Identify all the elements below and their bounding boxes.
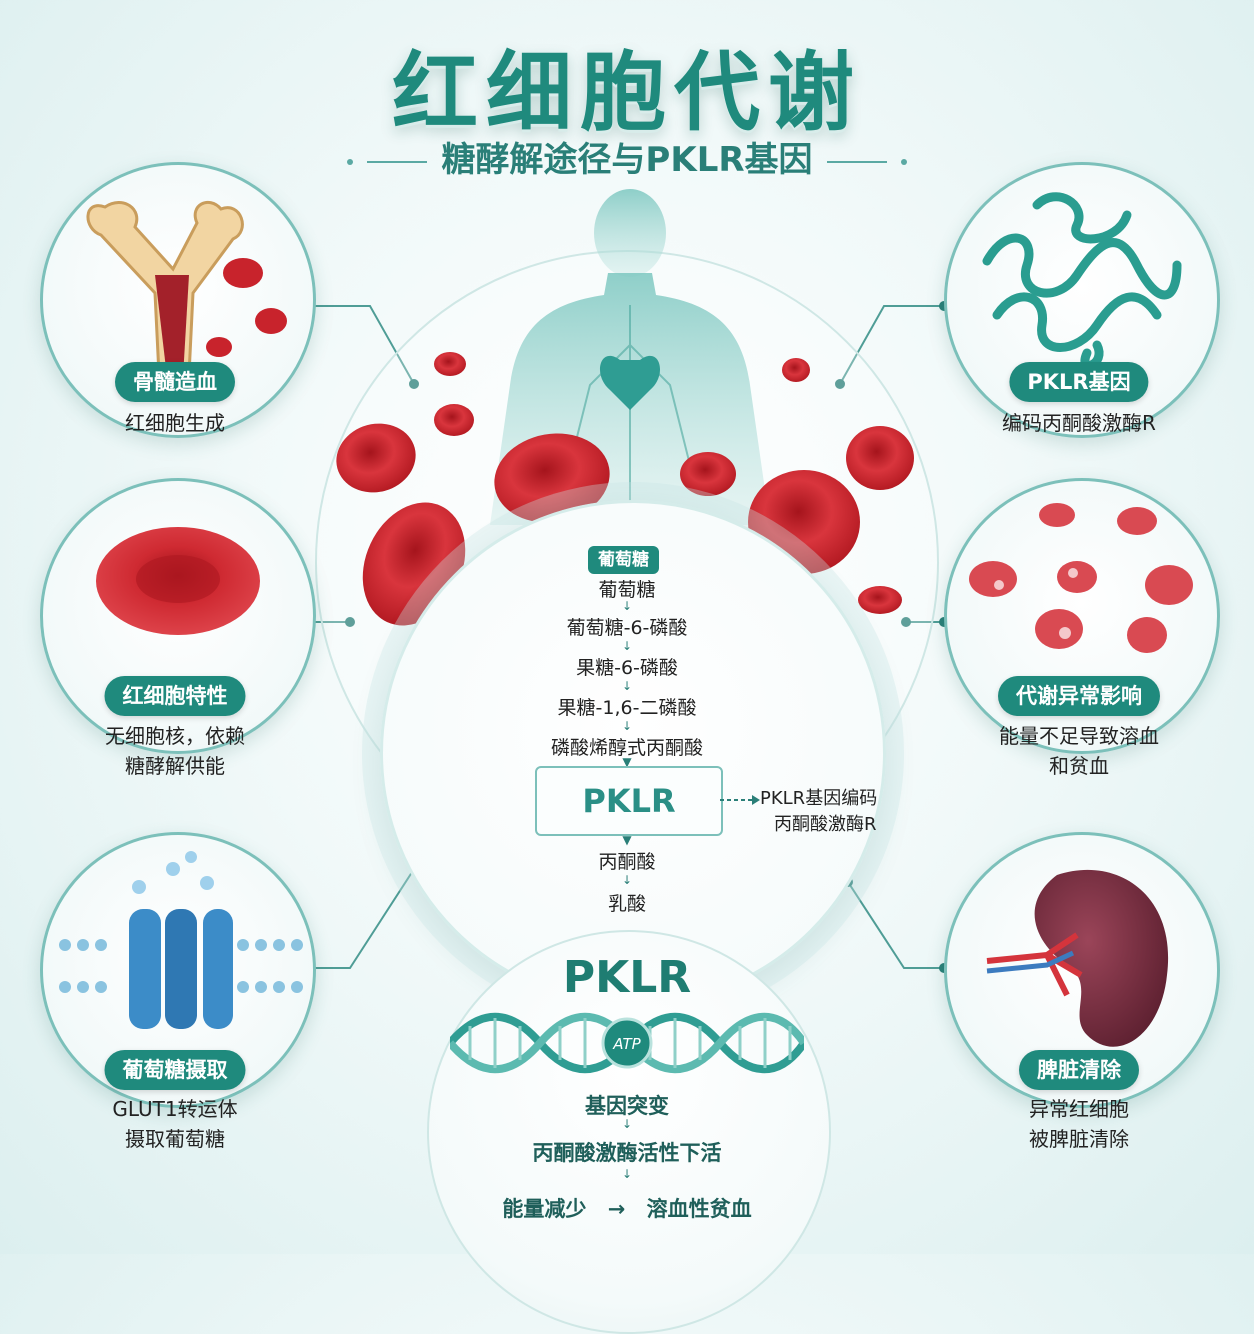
desc-bone-marrow: 红细胞生成 xyxy=(55,408,295,438)
atp-badge: ATP xyxy=(612,1035,641,1053)
pathway-step: 乳酸 xyxy=(607,893,646,915)
arrow-icon: ↓ xyxy=(621,679,633,693)
desc-rbc-traits: 无细胞核，依赖 糖酵解供能 xyxy=(55,721,295,781)
rbc-icon xyxy=(96,527,260,635)
desc-line: GLUT1转运体 xyxy=(112,1097,238,1121)
deco-line xyxy=(826,160,887,163)
label-pklr-gene: PKLR基因 xyxy=(1009,362,1149,402)
pklr-gene-title: PKLR xyxy=(562,952,692,1003)
deco-line xyxy=(367,160,428,163)
spleen-icon xyxy=(986,869,1169,1047)
protein-ribbon-icon xyxy=(982,192,1182,370)
arrow-icon: ▼ xyxy=(622,833,632,847)
pklr-note-line: PKLR基因编码 xyxy=(760,788,878,809)
subtitle-text: 糖酵解途径与PKLR基因 xyxy=(441,140,813,180)
label-metabolic-effect: 代谢异常影响 xyxy=(998,676,1160,716)
pathway-step: 葡萄糖 xyxy=(598,579,656,601)
desc-pklr-gene: 编码丙酮酸激酶R xyxy=(959,408,1199,438)
page-subtitle: 糖酵解途径与PKLR基因 xyxy=(0,132,1254,181)
label-glucose-uptake: 葡萄糖摄取 xyxy=(104,1050,246,1090)
desc-line: 糖酵解供能 xyxy=(125,754,225,778)
desc-line: 编码丙酮酸激酶R xyxy=(1002,411,1156,435)
dna-helix-icon: ATP xyxy=(450,1012,804,1074)
desc-line: 被脾脏清除 xyxy=(1029,1127,1129,1151)
label-spleen: 脾脏清除 xyxy=(1019,1050,1139,1090)
desc-line: 红细胞生成 xyxy=(125,411,225,435)
arrow-icon: ↓ xyxy=(621,599,633,613)
pklr-note: PKLR基因编码 丙酮酸激酶R xyxy=(760,786,877,838)
pathway-step: 葡萄糖-6-磷酸 xyxy=(566,617,688,639)
desc-glucose-uptake: GLUT1转运体 摄取葡萄糖 xyxy=(55,1094,295,1154)
pklr-note-line: 丙酮酸激酶R xyxy=(774,814,877,835)
result-left: 能量减少 xyxy=(502,1197,587,1221)
pathway-step: 果糖-6-磷酸 xyxy=(576,657,678,679)
dashed-arrow-icon xyxy=(720,795,760,805)
deco-dot xyxy=(347,158,354,165)
arrow-right-icon: → xyxy=(607,1197,626,1221)
desc-line: 异常红细胞 xyxy=(1029,1097,1129,1121)
arrow-icon: ↓ xyxy=(621,719,633,733)
desc-line: 能量不足导致溶血 xyxy=(999,724,1159,748)
mutation-step: 丙酮酸激酶活性下活 xyxy=(532,1141,722,1165)
result-right: 溶血性贫血 xyxy=(646,1197,752,1221)
deco-dot xyxy=(900,158,907,165)
desc-line: 无细胞核，依赖 xyxy=(105,724,245,748)
arrow-icon: ↓ xyxy=(621,1167,633,1181)
pathway-disc xyxy=(380,500,886,1006)
arrow-icon: ↓ xyxy=(621,639,633,653)
desc-line: 和贫血 xyxy=(1049,754,1109,778)
panel-rbc-traits xyxy=(40,478,316,754)
bone-icon xyxy=(86,201,287,377)
membrane-transporter-icon xyxy=(59,851,303,1029)
label-rbc-traits: 红细胞特性 xyxy=(104,676,246,716)
mutation-result: 能量减少 → 溶血性贫血 xyxy=(0,1193,1254,1223)
pathway-step: 果糖-1,6-二磷酸 xyxy=(557,697,697,719)
desc-line: 摄取葡萄糖 xyxy=(125,1127,225,1151)
label-bone-marrow: 骨髓造血 xyxy=(115,362,235,402)
pathway-step: 丙酮酸 xyxy=(598,851,656,873)
page-title: 红细胞代谢 xyxy=(392,43,862,143)
arrow-icon: ↓ xyxy=(621,1117,633,1131)
arrow-icon: ↓ xyxy=(621,873,633,887)
pklr-enzyme-box: PKLR xyxy=(535,766,723,836)
arrow-icon: ▼ xyxy=(622,755,632,769)
damaged-cells-icon xyxy=(969,503,1193,653)
desc-spleen: 异常红细胞 被脾脏清除 xyxy=(959,1094,1199,1154)
mutation-step: 基因突变 xyxy=(585,1094,669,1118)
pathway-step: 磷酸烯醇式丙酮酸 xyxy=(550,737,703,759)
desc-metabolic-effect: 能量不足导致溶血 和贫血 xyxy=(959,721,1199,781)
glucose-tag: 葡萄糖 xyxy=(588,546,659,574)
